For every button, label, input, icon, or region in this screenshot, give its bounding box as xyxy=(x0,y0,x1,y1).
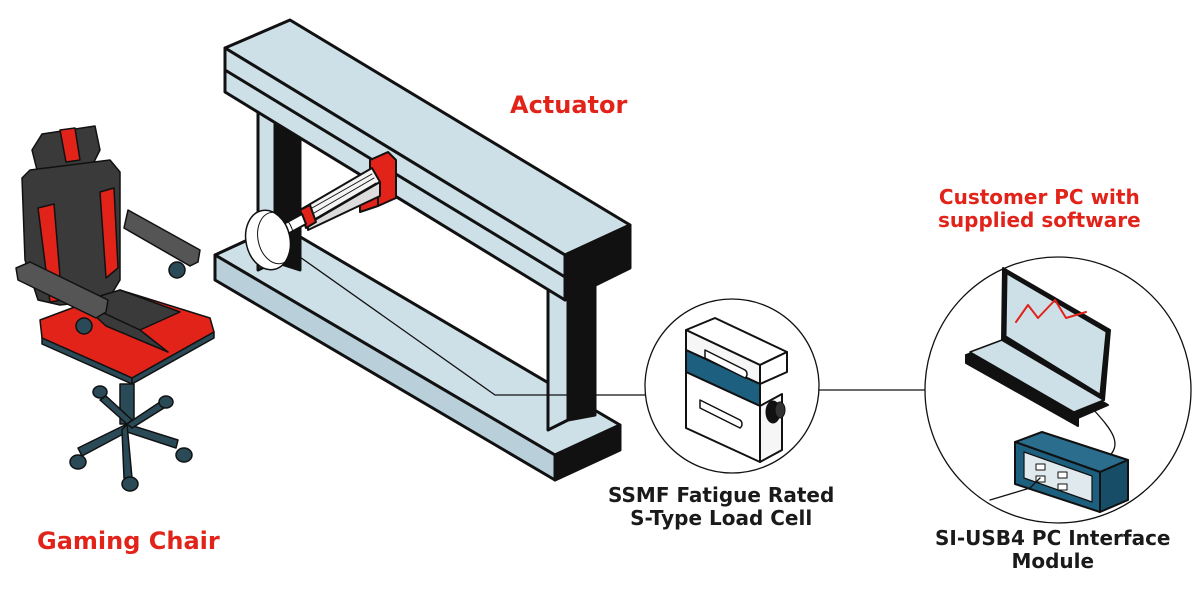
load-cell-label: SSMF Fatigue Rated S-Type Load Cell xyxy=(608,484,834,530)
cable-into-module xyxy=(989,477,1041,501)
actuator-label: Actuator xyxy=(510,91,628,120)
customer-pc-label-line2: supplied software xyxy=(938,208,1141,232)
laptop-icon xyxy=(965,267,1111,427)
gaming-chair-label-text: Gaming Chair xyxy=(37,527,220,555)
load-cell-label-line1: SSMF Fatigue Rated xyxy=(608,483,835,507)
interface-module-label-line1: SI-USB4 PC Interface xyxy=(935,526,1171,550)
actuator-icon xyxy=(244,151,397,271)
actuator-label-text: Actuator xyxy=(510,91,628,119)
customer-pc-label-line1: Customer PC with xyxy=(938,185,1140,209)
cable-actuator-to-loadcell xyxy=(289,249,651,396)
frame-right-column xyxy=(546,263,597,432)
gaming-chair-label: Gaming Chair xyxy=(37,527,220,556)
usb-module-icon xyxy=(1014,431,1129,513)
interface-module-label-line2: Module xyxy=(1011,549,1095,573)
interface-module-label: SI-USB4 PC Interface Module xyxy=(935,527,1171,573)
load-cell-label-line2: S-Type Load Cell xyxy=(630,506,813,530)
chair-icon xyxy=(15,125,215,492)
customer-pc-label: Customer PC with supplied software xyxy=(938,186,1141,232)
load-cell-icon xyxy=(644,298,820,474)
